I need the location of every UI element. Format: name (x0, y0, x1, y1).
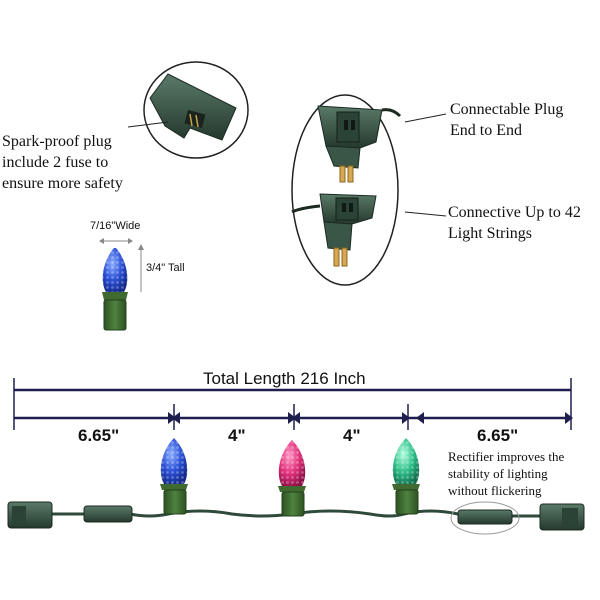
rectifier (450, 501, 520, 535)
end-plug-right (539, 503, 585, 531)
connective-leader-line (404, 211, 447, 217)
callout-line: without flickering (448, 483, 542, 498)
callout-line: Connective Up to 42 (448, 204, 581, 221)
connective-callout: Connective Up to 42 Light Strings (448, 202, 581, 244)
spark-proof-plug-callout: Spark-proof plug include 2 fuse to ensur… (2, 131, 123, 194)
callout-line: Rectifier improves the (448, 449, 565, 464)
callout-line: Connectable Plug (450, 101, 564, 118)
bulb-height-label: 3/4" Tall (146, 262, 185, 274)
segment-label: 6.65" (477, 426, 519, 445)
inline-box-left (83, 505, 133, 523)
bulb-width-label: 7/16"Wide (90, 220, 141, 232)
connectable-plug-closeup (291, 94, 402, 286)
dimension-lines (13, 378, 573, 430)
callout-line: ensure more safety (2, 175, 123, 192)
bulb-pink (278, 440, 306, 517)
callout-line: include 2 fuse to (2, 154, 109, 171)
spark-plug-leader-line (127, 121, 169, 128)
rectifier-callout: Rectifier improves the stability of ligh… (448, 448, 564, 499)
connectable-leader-line (404, 113, 447, 123)
segment-label: 6.65" (78, 426, 120, 445)
callout-line: End to End (450, 122, 522, 139)
width-arrow (99, 238, 133, 244)
sizing-bulb (102, 248, 128, 331)
callout-line: Light Strings (448, 225, 533, 242)
end-plug-left (7, 501, 53, 529)
connectable-plug-callout: Connectable Plug End to End (450, 99, 563, 141)
segment-label: 4" (228, 426, 246, 445)
callout-line: Spark-proof plug (2, 133, 112, 150)
callout-line: stability of lighting (448, 466, 548, 481)
segment-label: 4" (343, 426, 361, 445)
total-length-label: Total Length 216 Inch (203, 369, 366, 388)
bulb-blue (160, 438, 188, 515)
spark-proof-plug-closeup (143, 61, 249, 159)
height-arrow (138, 244, 144, 292)
bulb-green (392, 438, 420, 515)
